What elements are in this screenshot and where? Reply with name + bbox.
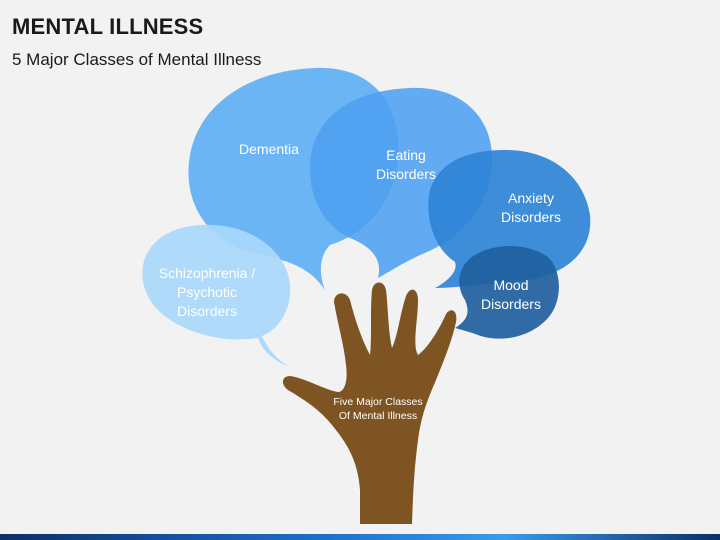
label-schizo: Schizophrenia / Psychotic Disorders xyxy=(158,265,256,319)
slide-title: MENTAL ILLNESS xyxy=(12,14,204,39)
bubble-mood xyxy=(455,246,559,339)
label-anxiety: Anxiety Disorders xyxy=(501,190,561,225)
hand-tree xyxy=(282,282,457,524)
footer-accent-bar xyxy=(0,534,720,540)
label-mood: Mood Disorders xyxy=(481,277,541,312)
label-hand: Five Major Classes Of Mental Illness xyxy=(333,396,423,422)
bubble-schizo xyxy=(142,224,291,366)
label-eating: Eating Disorders xyxy=(376,147,436,182)
label-dementia: Dementia xyxy=(239,141,299,157)
bubble-anxiety xyxy=(428,150,591,288)
slide-subtitle: 5 Major Classes of Mental Illness xyxy=(12,50,262,69)
